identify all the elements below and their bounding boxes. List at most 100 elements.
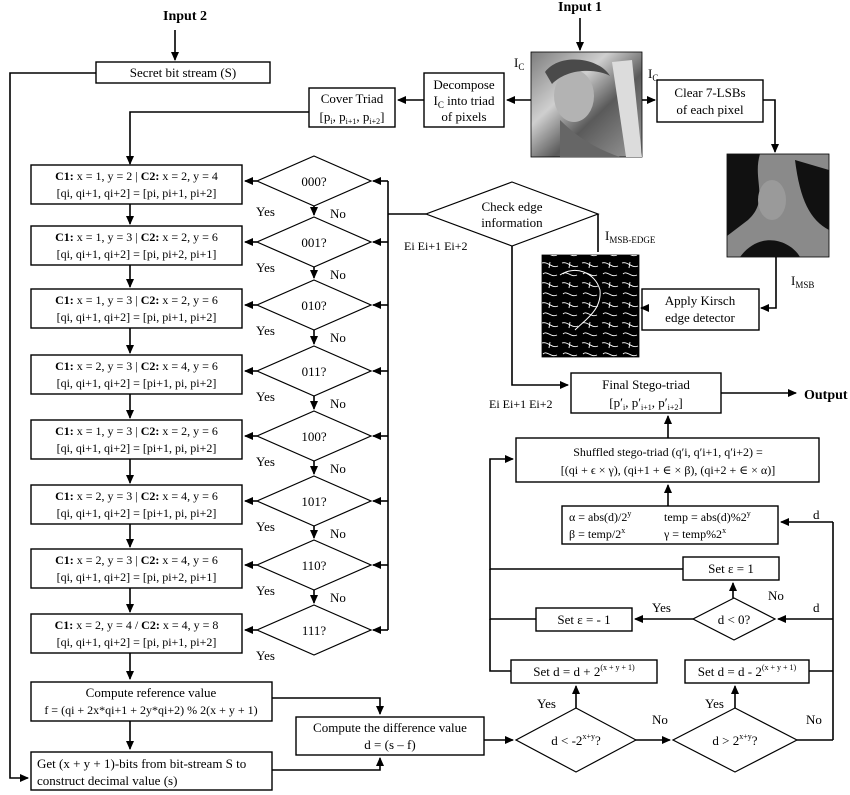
yes-label-case-3: Yes [256,323,275,338]
edge-bits-label-top: Ei Ei+1 Ei+2 [404,239,468,253]
compute-reference-box [30,681,273,722]
edge-bits-label-bottom: Ei Ei+1 Ei+2 [489,397,553,411]
clear-lsb-line-1: Clear 7-LSBs [674,85,745,100]
decision-text-6: 101? [301,494,327,509]
beta-text: β = temp/2x [569,526,625,541]
input-1-label: Input 1 [558,0,602,15]
no-label-eps: No [768,588,784,603]
imsb-label: IMSB [791,273,814,290]
case-triad-8: [qi, qi+1, qi+2] = [pi, pi+1, pi+2] [57,635,217,649]
check-edge-line-1: Check edge [481,199,542,214]
d-label-eps: d [813,600,820,615]
yes-label-case-4: Yes [256,389,275,404]
clear-lsb-box [656,79,764,123]
output-label: Output [804,388,848,403]
final-stego-title: Final Stego-triad [602,377,690,392]
check-edge-line-2: information [481,215,543,230]
kirsch-line-2: edge detector [665,310,735,325]
d-negative-diamond [691,597,777,641]
case-params-3: C1: x = 1, y = 3 | C2: x = 2, y = 6 [55,293,218,307]
decision-text-4: 011? [302,364,327,379]
no-label-case-7: No [330,590,346,605]
case-triad-1: [qi, qi+1, qi+2] = [pi, pi+1, pi+2] [57,186,217,200]
case-params-7: C1: x = 2, y = 3 | C2: x = 4, y = 6 [55,553,218,567]
shuffled-stego-line-2: [(qi + ϵ × γ), (qi+1 + ∈ × β), (qi+2 + ∈… [561,463,775,477]
no-label-case-1: No [330,206,346,221]
case-params-6: C1: x = 2, y = 3 | C2: x = 4, y = 6 [55,489,218,503]
get-bits-line-2: construct decimal value (s) [37,773,177,788]
ic-label-left: IC [514,55,524,72]
decision-text-1: 000? [301,174,327,189]
decision-text-7: 110? [302,558,327,573]
case-triad-2: [qi, qi+1, qi+2] = [pi, pi+2, pi+1] [57,247,217,261]
yes-label-1: Yes [256,204,275,219]
yes-label-d-low: Yes [537,696,556,711]
decision-diamond-8 [255,604,373,656]
clear-lsb-line-2: of each pixel [676,102,744,117]
compute-reference-line-2: f = (qi + 2x*qi+1 + 2y*qi+2) % 2(x + y +… [44,703,257,717]
msb-image [726,153,830,258]
cover-triad-value: [pi, pi+1, pi+2] [320,109,385,126]
case-params-8: C1: x = 2, y = 4 / C2: x = 4, y = 8 [55,618,219,632]
d-label-alpha: d [813,507,820,522]
decision-text-8: 111? [302,623,327,638]
decompose-line-3: of pixels [441,109,486,124]
final-stego-triad-box [570,372,722,414]
kirsch-box [641,288,760,331]
case-box-5 [30,419,243,460]
kirsch-line-1: Apply Kirsch [665,293,736,308]
yes-label-case-7: Yes [256,583,275,598]
set-epsilon-positive-text: Set ε = 1 [708,561,754,576]
d-high-diamond [671,707,799,773]
case-triad-7: [qi, qi+1, qi+2] = [pi, pi+2, pi+1] [57,570,217,584]
case-boxes-group: C1: x = 1, y = 2 | C2: x = 2, y = 4 [qi, … [30,155,389,663]
case-box-8 [30,613,243,654]
case-params-1: C1: x = 1, y = 2 | C2: x = 2, y = 4 [55,169,218,183]
decision-text-2: 001? [301,235,327,250]
d-low-diamond [514,707,638,773]
compute-difference-line-2: d = (s – f) [364,737,415,752]
imsb-edge-label: IMSB-EDGE [605,228,656,245]
case-box-3 [30,288,243,329]
compute-difference-line-1: Compute the difference value [313,720,467,735]
shuffled-stego-box [515,437,820,483]
case-params-5: C1: x = 1, y = 3 | C2: x = 2, y = 6 [55,424,218,438]
alpha-beta-box [561,505,779,545]
get-bits-line-1: Get (x + y + 1)-bits from bit-stream S t… [37,756,246,771]
no-label-case-2: No [330,267,346,282]
case-triad-5: [qi, qi+1, qi+2] = [pi+1, pi, pi+2] [57,441,217,455]
decision-text-5: 100? [301,429,327,444]
decompose-line-1: Decompose [433,77,495,92]
gamma-text: γ = temp%2x [663,526,726,541]
no-label-case-4: No [330,396,346,411]
yes-label-eps: Yes [652,600,671,615]
yes-label-d-high: Yes [705,696,724,711]
case-box-2 [30,225,243,266]
no-label-d-low: No [652,712,668,727]
secret-bit-stream-text: Secret bit stream (S) [130,65,237,80]
cover-triad-box [308,87,396,128]
case-triad-3: [qi, qi+1, qi+2] = [pi, pi+1, pi+2] [57,310,217,324]
yes-label-case-8: Yes [256,648,275,663]
edge-image [541,254,640,358]
decompose-box [423,72,505,128]
set-d-minus-text: Set d = d - 2(x + y + 1) [698,663,797,679]
case-params-4: C1: x = 2, y = 3 | C2: x = 4, y = 6 [55,359,218,373]
decompose-line-2: IC into triad [434,93,495,110]
d-negative-text: d < 0? [718,612,751,627]
no-label-d-high: No [806,712,822,727]
ic-label-right: IC [648,66,658,83]
case-triad-4: [qi, qi+1, qi+2] = [pi+1, pi, pi+2] [57,376,217,390]
case-box-7 [30,548,243,589]
alpha-text: α = abs(d)/2y [569,509,631,524]
shuffled-stego-line-1: Shuffled stego-triad (q′i, q′i+1, q′i+2)… [573,445,763,459]
input-2-label: Input 2 [163,9,207,24]
d-low-text: d < -2x+y? [551,732,601,748]
final-stego-value: [p′i, p′i+1, p′i+2] [609,395,682,412]
set-d-plus-text: Set d = d + 2(x + y + 1) [533,663,635,679]
no-label-case-3: No [330,330,346,345]
check-edge-diamond [424,181,600,247]
case-box-1 [30,164,243,205]
